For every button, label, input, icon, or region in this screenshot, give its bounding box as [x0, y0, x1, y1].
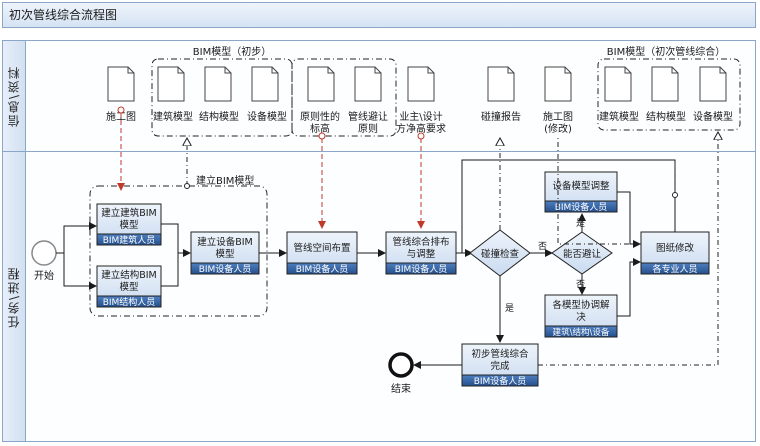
task-build-arch-line1: 建立建筑BIM [101, 207, 157, 219]
doc-revised-line2: (修改) [544, 122, 572, 135]
task-build-struct-line2: 模型 [119, 281, 139, 293]
task-done-role-bar [461, 374, 539, 387]
doc-struct-model-2: 结构模型 [646, 110, 686, 123]
doc-principle-line2: 标高 [310, 122, 330, 135]
task-build-struct-role-bar [96, 295, 162, 308]
task-coordinate-line1: 各模型协调解 [552, 299, 610, 311]
edge-start-split-2 [63, 253, 97, 290]
edge-check-yes-label: 是 [505, 303, 514, 314]
doc-arch-model-icon [157, 66, 185, 102]
task-build-arch-role: BIM建筑人员 [103, 234, 156, 246]
group-bim-initial [151, 58, 293, 137]
task-build-equip-line1: 建立设备BIM [197, 236, 253, 248]
doc-principle-icon [307, 66, 335, 102]
task-build-struct-role: BIM结构人员 [103, 296, 156, 308]
edge-adjust-to-revise [617, 191, 641, 248]
task-equip-adjust-role: BIM设备人员 [555, 201, 608, 213]
task-build-arch-role-bar [96, 233, 162, 246]
diagram-title: 初次管线综合流程图 [2, 2, 756, 28]
doc-equip-model-2-icon [699, 66, 727, 102]
task-build-arch-line2: 模型 [119, 219, 139, 231]
group-bim-initial-label: BIM模型（初步） [193, 45, 271, 58]
task-coordinate-role: 建筑\结构\设备 [553, 327, 610, 338]
group-rules [291, 58, 397, 137]
link-drawing-dot [117, 106, 125, 114]
end-label: 结束 [391, 382, 411, 395]
task-build-equip-role-bar [190, 262, 260, 275]
doc-collision-report: 碰撞报告 [481, 110, 521, 123]
group-bim-final-label: BIM模型（初次管线综合） [607, 45, 725, 58]
doc-equip-model-2: 设备模型 [693, 110, 733, 123]
edge-avoid-yes-label: 是 [576, 218, 585, 229]
doc-owner-line1: 业主\设计 [399, 110, 442, 123]
lane-process-header [3, 152, 26, 441]
task-arrange-line1: 管线综合排布 [392, 236, 449, 248]
edge-struct-merge [161, 253, 179, 287]
start-label: 开始 [34, 269, 54, 282]
edge-done-to-bim-final [538, 132, 718, 366]
edge-avoid-no-label: 否 [576, 279, 585, 290]
task-space-layout-role-bar [286, 262, 358, 275]
doc-arch-model: 建筑模型 [153, 110, 193, 123]
link-owner-dot [417, 132, 425, 140]
task-equip-adjust-role-bar [544, 200, 618, 213]
edge-revise-to-drawing [557, 138, 641, 245]
task-drawing-revise-role: 各专业人员 [652, 263, 697, 275]
task-drawing-revise-role-bar [640, 262, 710, 275]
doc-arch-model-2-icon [604, 66, 632, 102]
task-arrange-line2: 与调整 [407, 248, 436, 260]
doc-owner-line2: 方净高要求 [396, 122, 446, 135]
decision-collision-check-label: 碰撞检查 [481, 248, 520, 260]
task-build-equip-line2: 模型 [215, 248, 235, 260]
end-node [388, 352, 414, 378]
doc-principle-line1: 原则性的 [300, 110, 340, 123]
lane-info-header [3, 41, 26, 151]
task-space-layout-label: 管线空间布置 [293, 242, 350, 254]
task-build-equip-role: BIM设备人员 [199, 263, 252, 275]
task-done-line2: 完成 [490, 360, 510, 372]
task-done-line1: 初步管线综合 [471, 348, 529, 360]
task-done-role: BIM设备人员 [474, 375, 527, 387]
doc-struct-model-icon [204, 66, 232, 102]
group-build-bim-label: 建立BIM模型 [196, 174, 254, 187]
edge-start-split [56, 222, 97, 254]
link-principle-dot [318, 132, 326, 140]
task-arrange-role: BIM设备人员 [395, 263, 448, 275]
doc-revised-line1: 施工图 [543, 110, 573, 123]
task-coordinate-role-bar [544, 325, 618, 338]
doc-collision-report-icon [487, 66, 515, 102]
decision-can-avoid-label: 能否避让 [563, 248, 602, 260]
task-space-layout-role: BIM设备人员 [296, 263, 349, 275]
doc-struct-model-2-icon [651, 66, 679, 102]
doc-avoid-line1: 管线避让 [348, 110, 388, 123]
edge-arch-merge [161, 223, 191, 257]
task-build-struct-line1: 建立结构BIM [101, 269, 157, 281]
start-node [31, 240, 57, 266]
task-equip-adjust-label: 设备模型调整 [552, 180, 610, 192]
edge-coord-to-revise [617, 258, 641, 317]
link-build-dot [184, 183, 190, 189]
doc-avoid-line2: 原则 [358, 122, 378, 135]
doc-arch-model-2: 建筑模型 [599, 110, 639, 123]
doc-owner-icon [407, 66, 435, 102]
edge-revise-dot [672, 192, 678, 198]
group-bim-final [597, 58, 741, 131]
doc-avoid-icon [354, 66, 382, 102]
doc-struct-model: 结构模型 [199, 110, 239, 123]
doc-equip-model: 设备模型 [247, 110, 287, 123]
doc-equip-model-icon [251, 66, 279, 102]
task-arrange-role-bar [385, 262, 457, 275]
task-coordinate-line2: 决 [576, 311, 586, 323]
doc-revised-drawing-icon [544, 66, 572, 102]
task-drawing-revise-label: 图纸修改 [656, 242, 695, 254]
group-build-bim [89, 185, 268, 317]
doc-construction-drawing-icon [107, 66, 135, 102]
edge-check-no-label: 否 [538, 241, 547, 252]
